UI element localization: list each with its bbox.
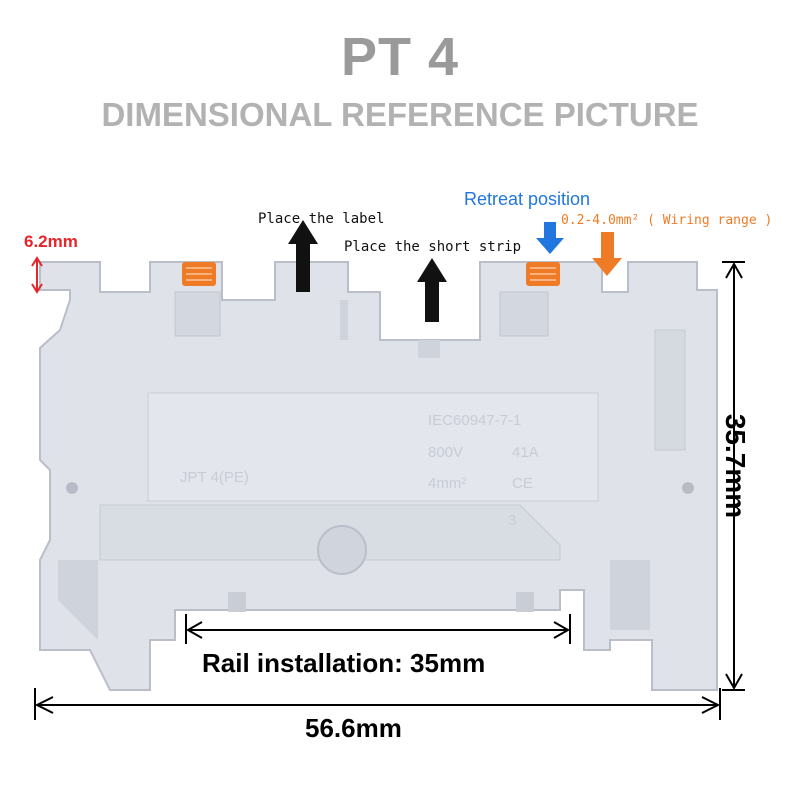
emboss-section: 4mm² bbox=[428, 475, 466, 492]
retreat-arrow bbox=[536, 222, 564, 254]
emboss-panel bbox=[147, 392, 599, 502]
wiring-arrow bbox=[592, 232, 622, 276]
rail-installation-label: Rail installation: 35mm bbox=[202, 648, 486, 678]
right-rail-clip bbox=[516, 592, 534, 612]
place-label-text: Place the label bbox=[258, 211, 385, 227]
left-rail-clip bbox=[228, 592, 246, 612]
mount-hole bbox=[66, 482, 78, 494]
strip-arrow bbox=[417, 258, 447, 322]
emboss-ce: CE bbox=[512, 475, 533, 492]
release-knob bbox=[317, 525, 367, 575]
mount-hole-right bbox=[682, 482, 694, 494]
label-slot bbox=[340, 300, 348, 340]
left-foot-cutout bbox=[58, 560, 98, 640]
width-dimension-label: 56.6mm bbox=[305, 713, 402, 743]
page-title: PT 4 bbox=[340, 27, 460, 87]
right-clamp-cavity bbox=[499, 291, 549, 337]
page-subtitle: DIMENSIONAL REFERENCE PICTURE bbox=[101, 96, 699, 133]
emboss-standard: IEC60947-7-1 bbox=[428, 412, 521, 429]
label-arrow bbox=[288, 220, 318, 292]
height-dimension-label: 35.7mm bbox=[720, 413, 751, 519]
strip-slot bbox=[418, 340, 440, 358]
emboss-voltage: 800V bbox=[428, 444, 463, 461]
left-clamp-cavity bbox=[174, 291, 221, 337]
emboss-number: 3 bbox=[508, 512, 516, 529]
top-height-label: 6.2mm bbox=[24, 232, 78, 251]
retreat-position-text: Retreat position bbox=[464, 189, 591, 209]
right-foot-cutout bbox=[610, 560, 650, 630]
left-push-button-ridges bbox=[186, 267, 212, 281]
place-strip-text: Place the short strip bbox=[344, 239, 522, 255]
right-push-button-ridges bbox=[530, 267, 556, 281]
right-side-slot bbox=[654, 329, 686, 451]
wiring-range-text: 0.2-4.0mm² ( Wiring range ) bbox=[561, 213, 773, 228]
emboss-model: JPT 4(PE) bbox=[180, 469, 249, 486]
emboss-current: 41A bbox=[512, 444, 539, 461]
